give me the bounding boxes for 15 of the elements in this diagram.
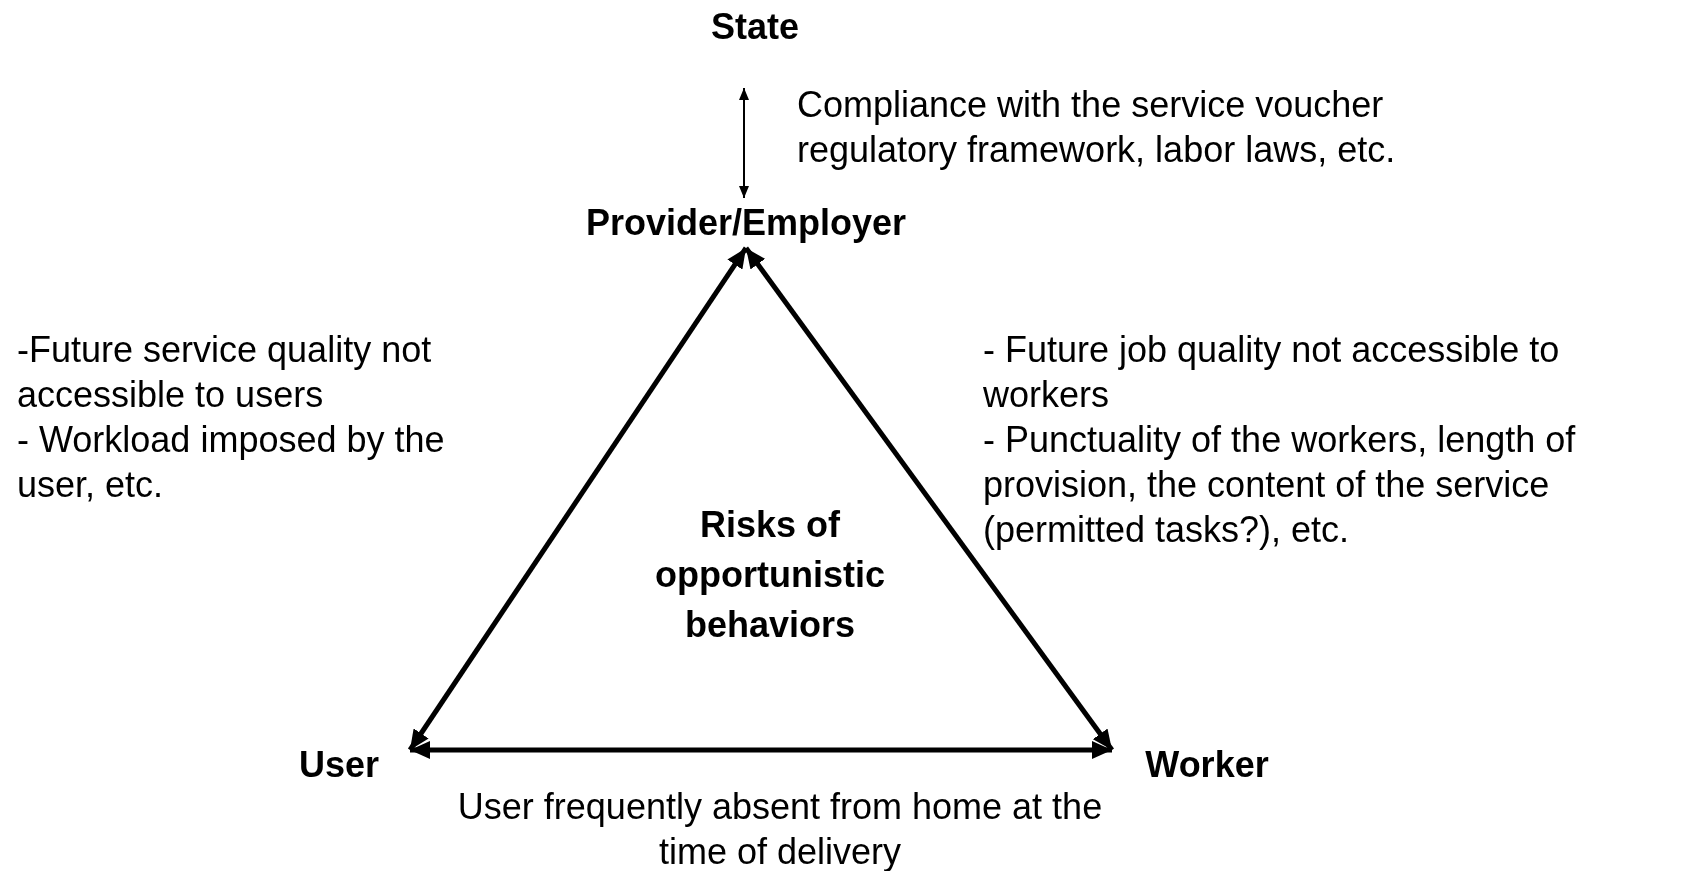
edge-label: User frequently absent from home at the time of delivery	[456, 785, 1104, 871]
double-headed-arrow	[743, 246, 1115, 752]
actor-label: User	[298, 744, 380, 786]
double-headed-arrow	[410, 741, 1112, 759]
double-headed-arrow	[739, 87, 749, 199]
edge-label: Compliance with the service voucher regulatory framework, labor laws, etc.	[797, 83, 1397, 172]
note-text: - Future job quality not accessible to workers	[983, 328, 1561, 417]
note-text: - Punctuality of the workers, length of provision, the content of the service (permitted tasks?), etc.	[983, 418, 1577, 552]
actor-label: Worker	[1145, 744, 1269, 786]
actor-label: State	[711, 6, 799, 48]
note-text: -Future service quality not accessible to users	[17, 328, 433, 417]
note-text: - Workload imposed by the user, etc.	[17, 418, 446, 507]
double-headed-arrow	[407, 246, 749, 752]
center-label: Risks of opportunistic behaviors	[654, 503, 886, 647]
actor-label: Provider/Employer	[585, 202, 907, 244]
